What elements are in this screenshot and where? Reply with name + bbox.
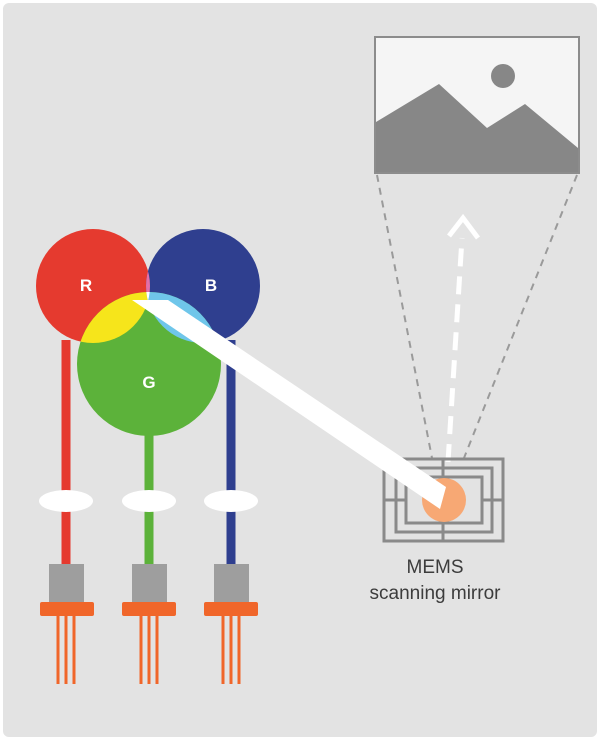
label-blue: B — [205, 276, 217, 295]
mems-scanning-mirror — [382, 457, 505, 543]
projection-cone — [376, 174, 578, 459]
yellow-overlap — [77, 292, 150, 343]
mems-label-line2: scanning mirror — [369, 583, 501, 604]
mems-label-line1: MEMS — [406, 557, 464, 578]
laser-diode-red — [40, 564, 94, 684]
laser-diode-blue — [204, 564, 258, 684]
red-lens — [39, 490, 93, 512]
label-red: R — [80, 276, 92, 295]
sun-icon — [491, 64, 515, 88]
green-lens — [122, 490, 176, 512]
projected-image-icon — [374, 36, 580, 174]
projection-arrow-icon — [445, 213, 480, 463]
combined-beam — [132, 300, 446, 509]
label-green: G — [142, 373, 155, 392]
lenses — [39, 490, 258, 512]
laser-diode-green — [122, 564, 176, 684]
blue-lens — [204, 490, 258, 512]
